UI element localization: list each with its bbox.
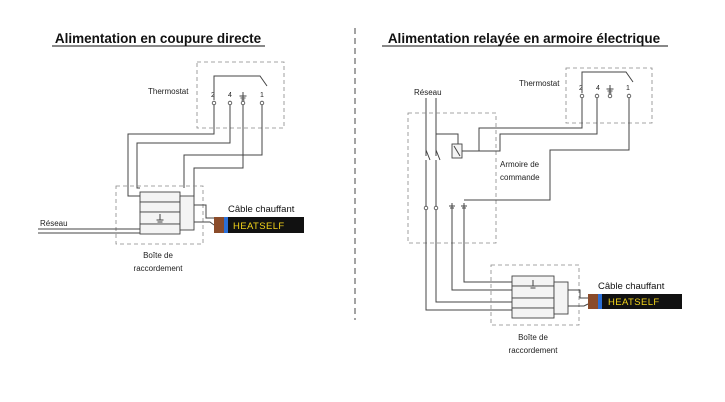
left-cable-brand: HEATSELF (233, 221, 285, 232)
right-wire-a (478, 98, 583, 140)
left-box-label-line1: Boîte de (143, 251, 173, 260)
left-terminal-4: 4 (228, 92, 232, 99)
right-cable-brand: HEATSELF (608, 297, 660, 308)
left-diagram-title: Alimentation en coupure directe (55, 31, 262, 46)
right-network-label: Réseau (414, 88, 442, 97)
left-terminal-block (139, 191, 195, 235)
left-cable-tip (224, 217, 228, 233)
right-box-label-line1: Boîte de (518, 333, 548, 342)
right-terminal-2: 2 (579, 85, 583, 92)
right-cabinet-label-line1: Armoire de (500, 160, 540, 169)
left-box-ground-icon (156, 214, 164, 223)
right-diagram: Alimentation relayée en armoire électriq… (382, 31, 682, 355)
right-box-ground-icon (529, 280, 537, 289)
right-cable-conductor (588, 294, 598, 309)
left-wire-a (127, 105, 215, 197)
left-terminal-1: 1 (260, 92, 264, 99)
left-junction-box (115, 185, 204, 245)
right-cabinet-label-line2: commande (500, 173, 540, 182)
left-terminal-2: 2 (211, 92, 215, 99)
left-cable-conductor (214, 217, 224, 233)
left-thermostat-switch (213, 75, 268, 100)
right-thermostat-box (565, 67, 653, 124)
left-network-label: Réseau (40, 219, 68, 228)
left-thermostat-box (196, 61, 285, 129)
left-thermostat-ground-icon (239, 92, 247, 101)
right-terminal-1: 1 (626, 85, 630, 92)
left-wire-c (193, 105, 244, 197)
right-heating-cable (602, 294, 682, 309)
right-wire-b (462, 98, 598, 152)
right-terminal-block (511, 275, 569, 319)
right-cable-tip (598, 294, 602, 309)
right-box-label-line2: raccordement (509, 346, 559, 355)
right-cabinet-ground-icon-1 (449, 203, 455, 210)
right-thermostat-label: Thermostat (519, 79, 560, 88)
right-cabinet-ground-icon-2 (461, 203, 467, 210)
left-box-label-line2: raccordement (134, 264, 184, 273)
left-heating-cable (228, 217, 304, 233)
right-thermostat-switch (581, 71, 634, 93)
right-wire-c (464, 98, 630, 201)
right-cable-label: Câble chauffant (598, 281, 665, 292)
left-cable-label: Câble chauffant (228, 204, 295, 215)
left-thermostat-label: Thermostat (148, 87, 189, 96)
left-wire-b (136, 105, 231, 189)
right-terminal-4: 4 (596, 85, 600, 92)
right-junction-box (490, 264, 580, 326)
left-diagram: Alimentation en coupure directe Thermost… (38, 31, 304, 273)
left-wire-d (183, 105, 263, 188)
right-thermostat-ground-icon (606, 85, 614, 94)
right-diagram-title: Alimentation relayée en armoire électriq… (388, 31, 661, 46)
